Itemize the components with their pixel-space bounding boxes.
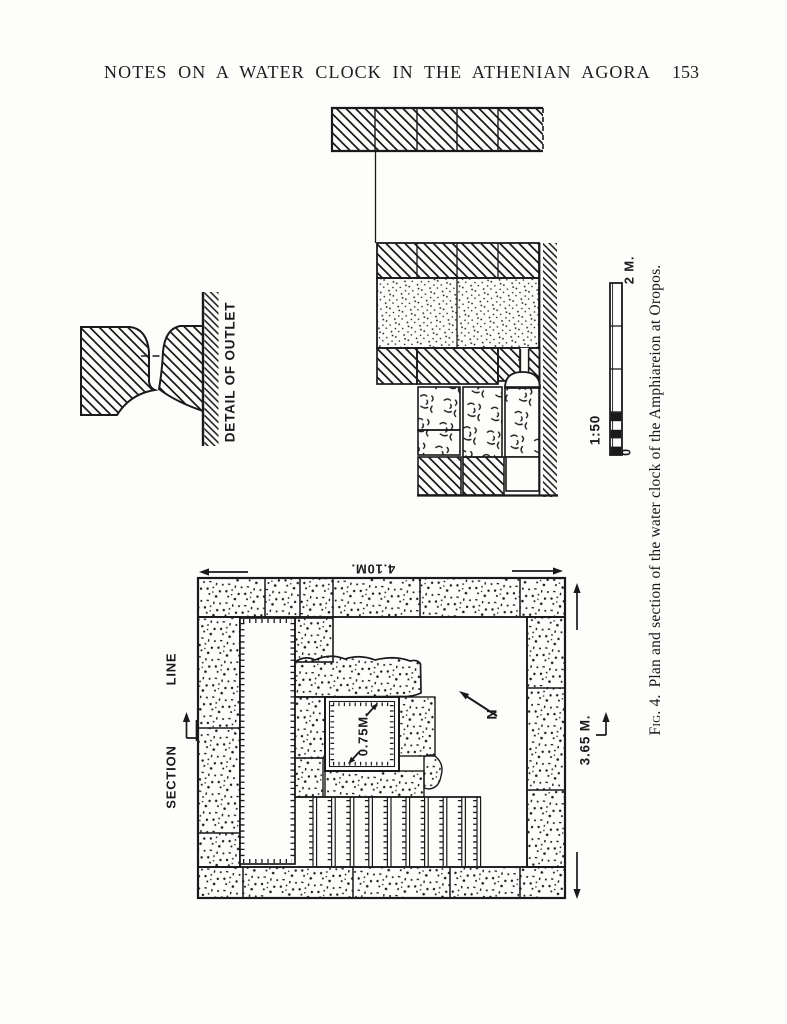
figure-caption-prefix: Fig. 4. (647, 694, 664, 735)
outlet-neck-lines (518, 349, 531, 373)
plan-wall-joints (198, 578, 565, 898)
section-drawing (330, 106, 558, 497)
section-course-b (376, 277, 540, 349)
section-edge-hatch-band (543, 243, 557, 497)
page-number: 153 (672, 62, 699, 82)
section-course-a (376, 242, 540, 279)
outlet-bell (504, 371, 541, 389)
plan-block-left-of-square (294, 696, 326, 759)
north-label: N (484, 709, 500, 720)
plan-drawing: 0.75M. N 4.10M. 3.65 M. LINE (163, 562, 610, 900)
north-arrow (462, 693, 498, 717)
height-dim-label: 3.65 M. (578, 715, 593, 766)
outlet-right-block (157, 325, 204, 413)
bottom-course-white-block (505, 456, 540, 492)
scale-zero-label: 0 (619, 448, 633, 456)
plan-rubble-patch (423, 754, 443, 790)
north-arrowhead (459, 691, 470, 700)
plan-inner-square-liner (328, 700, 396, 768)
section-top-course-outline (330, 106, 543, 153)
height-dim-arrowhead-up (573, 583, 581, 593)
outlet-neck (520, 348, 529, 374)
course-c-block2 (416, 347, 499, 385)
scale-bar-dividers (610, 325, 622, 413)
height-dim-arrowhead-down (573, 889, 581, 899)
ground-hatch-band (204, 292, 219, 446)
rough-block4 (504, 386, 540, 458)
plan-rubble-mass-upper (294, 655, 422, 698)
bottom-course-block2 (462, 456, 505, 496)
plan-block-right-of-square (398, 696, 436, 757)
width-dim-arrowhead-right (553, 567, 563, 575)
outlet-left-block (80, 326, 159, 416)
square-dim-label: 0.75M. (355, 712, 370, 757)
scale-seg-black3 (610, 446, 622, 455)
stairs-riser-lines (312, 797, 482, 866)
square-dim-arrowhead-sw (348, 756, 356, 764)
section-top-joints (374, 108, 499, 151)
scale-bar: 2 M. 0 1:50 (588, 256, 636, 456)
scale-ratio-label: 1:50 (588, 415, 603, 445)
scale-seg-black1 (610, 412, 622, 422)
section-view-arrowhead-right (602, 712, 610, 722)
section-line-word2: LINE (163, 653, 178, 686)
plan-wall-right (526, 616, 566, 868)
section-view-arrowhead-left (182, 712, 191, 722)
scale-max-label: 2 M. (621, 256, 636, 284)
plan-wall-bottom (197, 866, 566, 899)
plan-block-left-lower (294, 757, 324, 798)
course-a-joints (416, 243, 499, 278)
plan-channel (239, 617, 296, 865)
bottom-course-block1 (417, 456, 462, 496)
plan-pier-top (294, 617, 334, 663)
plan-wall-top (197, 577, 566, 618)
figure-caption-text: Plan and section of the water clock of t… (647, 265, 664, 688)
rough-block2 (417, 429, 461, 456)
figure-caption: Fig. 4. Plan and section of the water clo… (647, 265, 664, 736)
scale-seg-black2 (610, 429, 622, 439)
rough-block1 (417, 386, 461, 431)
rough-block3 (462, 386, 503, 458)
outlet-detail-label: DETAIL OF OUTLET (223, 302, 238, 443)
section-top-course (332, 108, 543, 151)
square-dim-arrowhead-ne (371, 703, 378, 711)
page-header-title: NOTES ON A WATER CLOCK IN THE ATHENIAN A… (104, 62, 651, 82)
plan-wall-left (197, 616, 241, 868)
course-c-block1 (376, 347, 418, 385)
section-line-word1: SECTION (163, 745, 178, 808)
outlet-detail-drawing: DETAIL OF OUTLET (80, 292, 238, 446)
width-dim-arrowhead-left (199, 568, 209, 576)
plan-channel-ticks (240, 619, 295, 863)
plan-block-below-square (324, 770, 425, 798)
width-dim-label: 4.10M. (351, 562, 396, 577)
plan-inner-square (324, 696, 400, 772)
